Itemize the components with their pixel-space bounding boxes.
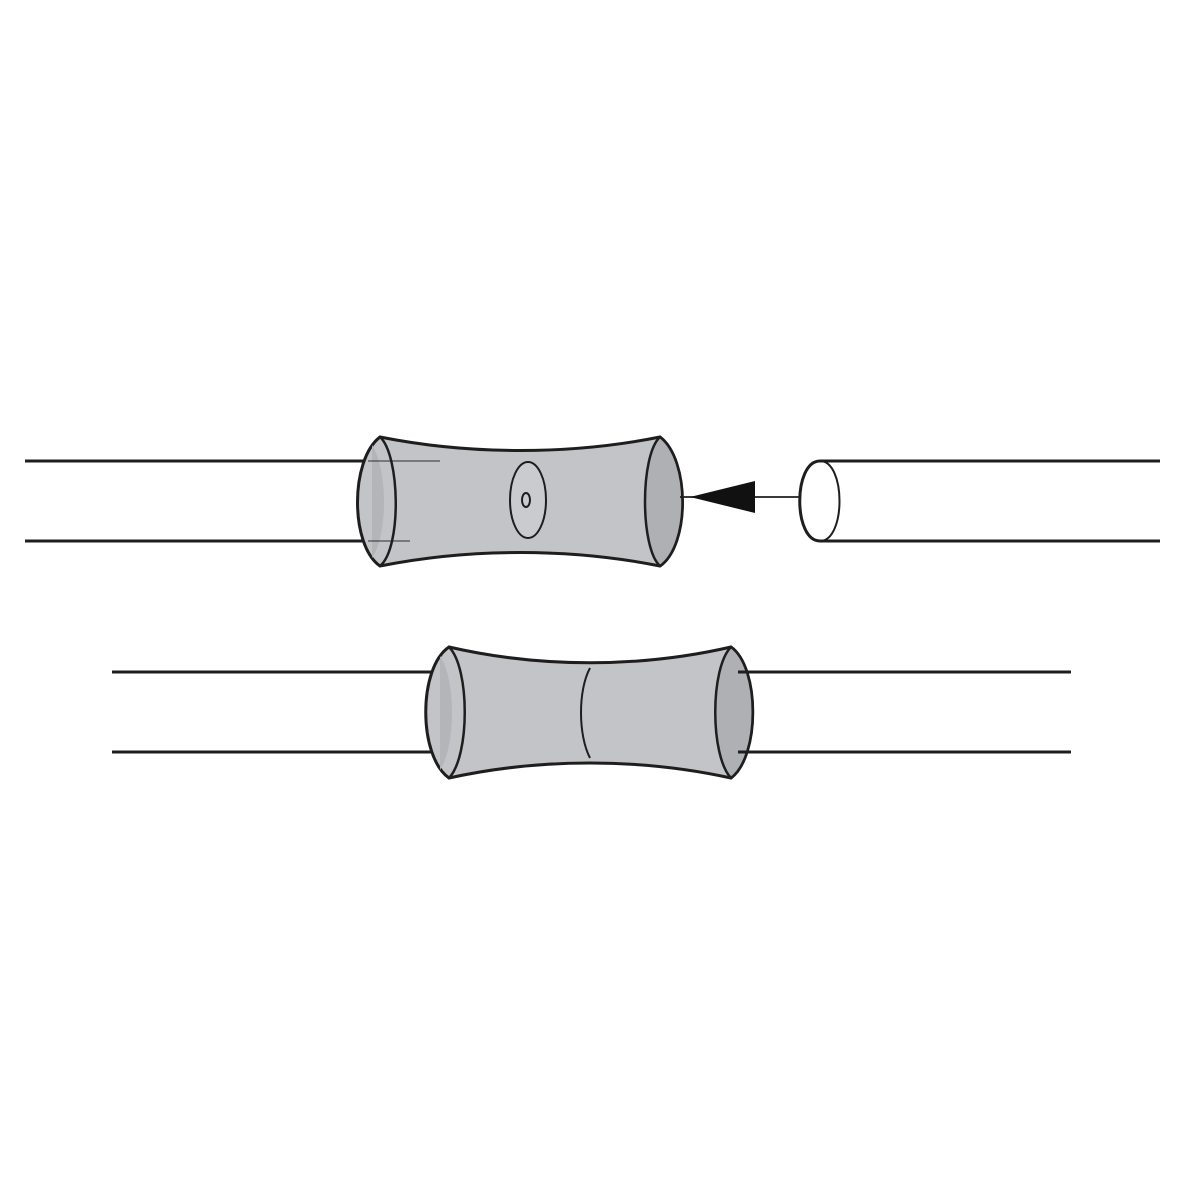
top-assembly (25, 435, 1160, 568)
inspection-hole (521, 492, 531, 508)
connector-right-opening (643, 435, 684, 568)
bottom-assembly (112, 645, 1071, 780)
left-wire (25, 459, 368, 543)
right-wire (798, 459, 1160, 543)
left-wire-joined (112, 670, 440, 754)
right-wire-joined (738, 670, 1071, 754)
splice-connector (356, 435, 684, 568)
splice-connector-joined (424, 645, 755, 780)
